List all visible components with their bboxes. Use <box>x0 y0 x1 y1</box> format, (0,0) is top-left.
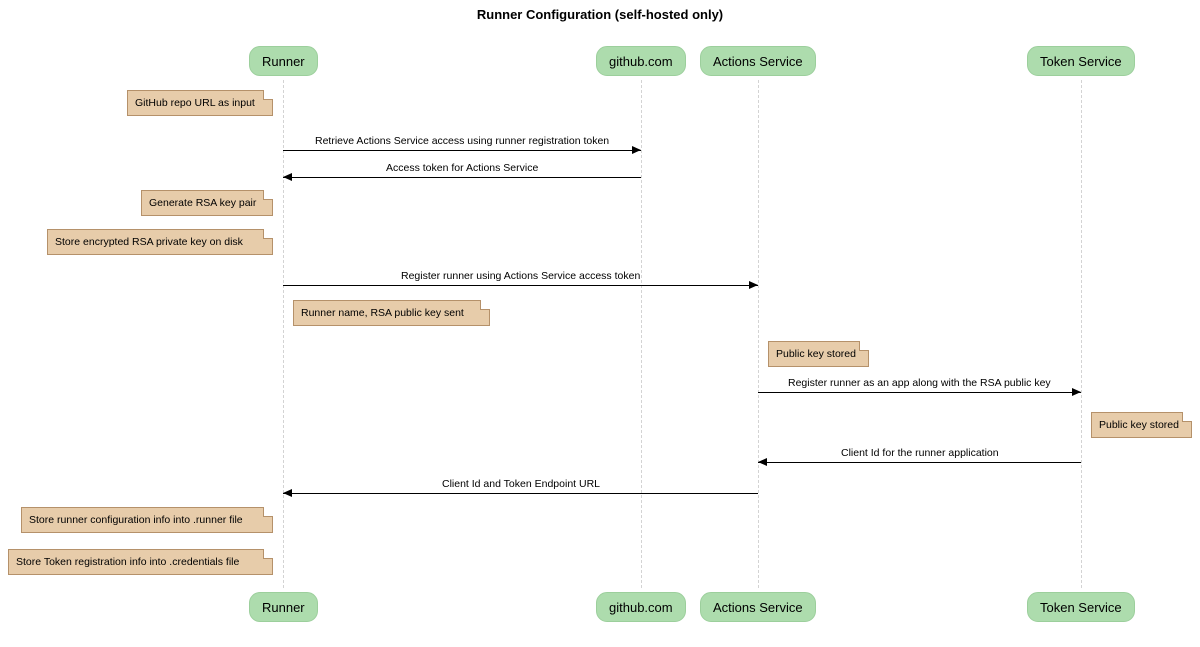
note-fold-corner-icon <box>480 300 490 310</box>
page-title: Runner Configuration (self-hosted only) <box>476 7 724 22</box>
note-fold-corner-icon <box>263 90 273 100</box>
message-label-1: Retrieve Actions Service access using ru… <box>315 135 610 147</box>
arrowhead-left-2 <box>283 173 292 181</box>
lifeline-actions <box>758 80 760 588</box>
note-fold-corner-icon <box>263 229 273 239</box>
message-line-6 <box>283 493 758 494</box>
note-text: Public key stored <box>776 348 856 360</box>
note-2: Generate RSA key pair <box>141 190 273 216</box>
arrowhead-right-3 <box>749 281 758 289</box>
arrowhead-right-1 <box>632 146 641 154</box>
participant-runner-footer[interactable]: Runner <box>249 592 318 622</box>
note-1: GitHub repo URL as input <box>127 90 273 116</box>
note-text: Store Token registration info into .cred… <box>16 556 240 568</box>
note-text: Public key stored <box>1099 419 1179 431</box>
message-line-4 <box>758 392 1081 393</box>
participant-github-footer[interactable]: github.com <box>596 592 686 622</box>
message-line-3 <box>283 285 758 286</box>
message-line-5 <box>758 462 1081 463</box>
lifeline-github <box>641 80 643 588</box>
participant-runner-header[interactable]: Runner <box>249 46 318 76</box>
note-text: Store runner configuration info into .ru… <box>29 514 243 526</box>
note-text: GitHub repo URL as input <box>135 97 255 109</box>
message-label-4: Register runner as an app along with the… <box>788 377 1051 389</box>
note-6: Public key stored <box>1091 412 1192 438</box>
note-8: Store Token registration info into .cred… <box>8 549 273 575</box>
message-label-6: Client Id and Token Endpoint URL <box>442 478 600 490</box>
message-label-5: Client Id for the runner application <box>841 447 999 459</box>
participant-token-header[interactable]: Token Service <box>1027 46 1135 76</box>
note-text: Store encrypted RSA private key on disk <box>55 236 243 248</box>
message-label-3: Register runner using Actions Service ac… <box>401 270 641 282</box>
arrowhead-right-4 <box>1072 388 1081 396</box>
note-fold-corner-icon <box>1182 412 1192 422</box>
note-fold-corner-icon <box>263 549 273 559</box>
arrowhead-left-6 <box>283 489 292 497</box>
participant-actions-header[interactable]: Actions Service <box>700 46 816 76</box>
note-fold-corner-icon <box>263 190 273 200</box>
note-text: Runner name, RSA public key sent <box>301 307 464 319</box>
participant-token-footer[interactable]: Token Service <box>1027 592 1135 622</box>
note-3: Store encrypted RSA private key on disk <box>47 229 273 255</box>
message-line-1 <box>283 150 641 151</box>
participant-github-header[interactable]: github.com <box>596 46 686 76</box>
message-label-2: Access token for Actions Service <box>386 162 539 174</box>
note-7: Store runner configuration info into .ru… <box>21 507 273 533</box>
participant-actions-footer[interactable]: Actions Service <box>700 592 816 622</box>
note-fold-corner-icon <box>859 341 869 351</box>
note-text: Generate RSA key pair <box>149 197 257 209</box>
note-5: Public key stored <box>768 341 869 367</box>
message-line-2 <box>283 177 641 178</box>
note-fold-corner-icon <box>263 507 273 517</box>
lifeline-token <box>1081 80 1083 588</box>
arrowhead-left-5 <box>758 458 767 466</box>
lifeline-runner <box>283 80 285 588</box>
note-4: Runner name, RSA public key sent <box>293 300 490 326</box>
